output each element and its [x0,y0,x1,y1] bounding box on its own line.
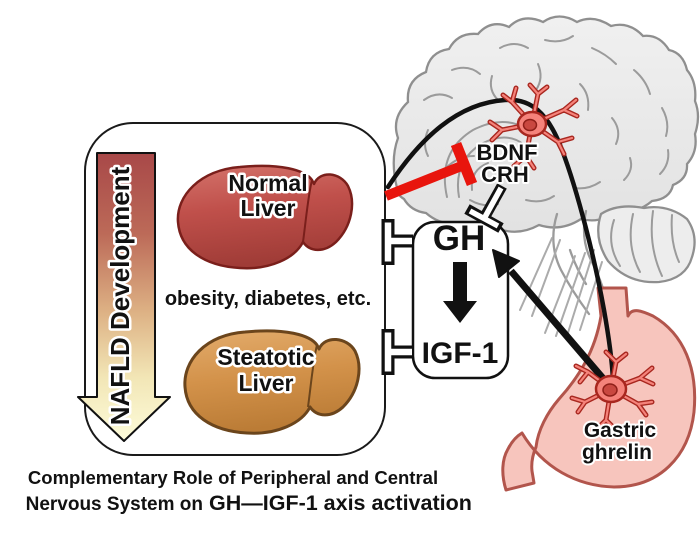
steatotic-liver-label-line2: Liver [239,370,294,396]
nafld-arrow-label: NAFLD Development [105,166,135,425]
caption-line1: Complementary Role of Peripheral and Cen… [28,467,438,488]
normal-liver-label-line2: Liver [241,195,296,221]
inhibition-bar-gh-left [381,219,413,265]
nafld-arrow [77,152,171,442]
cerebellum-folds [610,210,680,277]
igf1-label: IGF-1 [422,337,499,370]
ghrelin-to-gh-arrow [492,249,610,386]
inhibition-bar-bdnf-to-gh [464,183,507,233]
caption-line2-prefix: Nervous System on [26,494,203,515]
obesity-diabetes-text: obesity, diabetes, etc. [165,288,371,310]
steatotic-liver-label-line1: Steatotic [217,344,314,370]
gastric-ghrelin-label-line2: ghrelin [582,441,652,464]
normal-liver-illustration [176,164,354,270]
gh-label: GH [433,219,486,258]
cerebellum [597,205,696,284]
brain-neuron-icon [487,82,580,171]
spinal-nerve-lines [519,237,603,340]
stomach-neuron-icon [569,349,656,433]
normal-liver-label-line1: Normal [228,170,307,196]
gh-to-igf1-arrow [443,262,477,323]
steatotic-liver-illustration [183,329,361,435]
crh-label: CRH [481,162,529,187]
inhibition-bar-igf1-left [381,329,413,375]
caption-line2-emphasis: GH—IGF-1 axis activation [209,491,472,515]
red-inhibition-bar [384,141,478,201]
bdnf-label: BDNF [476,140,537,165]
gastric-ghrelin-label-line1: Gastric [584,419,657,442]
